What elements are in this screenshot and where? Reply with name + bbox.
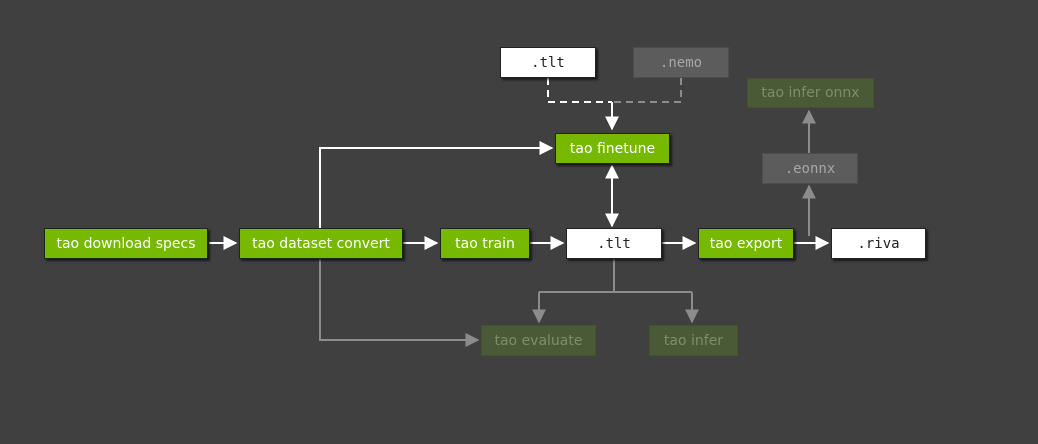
edge-nemo-to-finetune-dashed bbox=[612, 78, 682, 103]
node-nemo[interactable]: .nemo bbox=[633, 47, 729, 78]
node-tao-evaluate[interactable]: tao evaluate bbox=[481, 325, 596, 356]
node-tao-export[interactable]: tao export bbox=[698, 228, 794, 259]
node-tao-download-specs[interactable]: tao download specs bbox=[44, 228, 208, 259]
edge-convert-to-evaluate bbox=[319, 259, 480, 347]
node-tlt-top[interactable]: .tlt bbox=[500, 47, 596, 78]
node-tlt-main[interactable]: .tlt bbox=[566, 228, 662, 259]
node-eonnx[interactable]: .eonnx bbox=[762, 153, 858, 184]
node-tao-infer[interactable]: tao infer bbox=[649, 325, 738, 356]
edge-tlt-top-to-finetune-dashed bbox=[547, 78, 612, 103]
node-riva[interactable]: .riva bbox=[831, 228, 926, 259]
node-tao-train[interactable]: tao train bbox=[440, 228, 530, 259]
edge-convert-to-finetune bbox=[319, 141, 554, 228]
node-tao-infer-onnx[interactable]: tao infer onnx bbox=[747, 78, 874, 108]
node-tao-finetune[interactable]: tao finetune bbox=[555, 133, 670, 164]
node-tao-dataset-convert[interactable]: tao dataset convert bbox=[239, 228, 403, 259]
